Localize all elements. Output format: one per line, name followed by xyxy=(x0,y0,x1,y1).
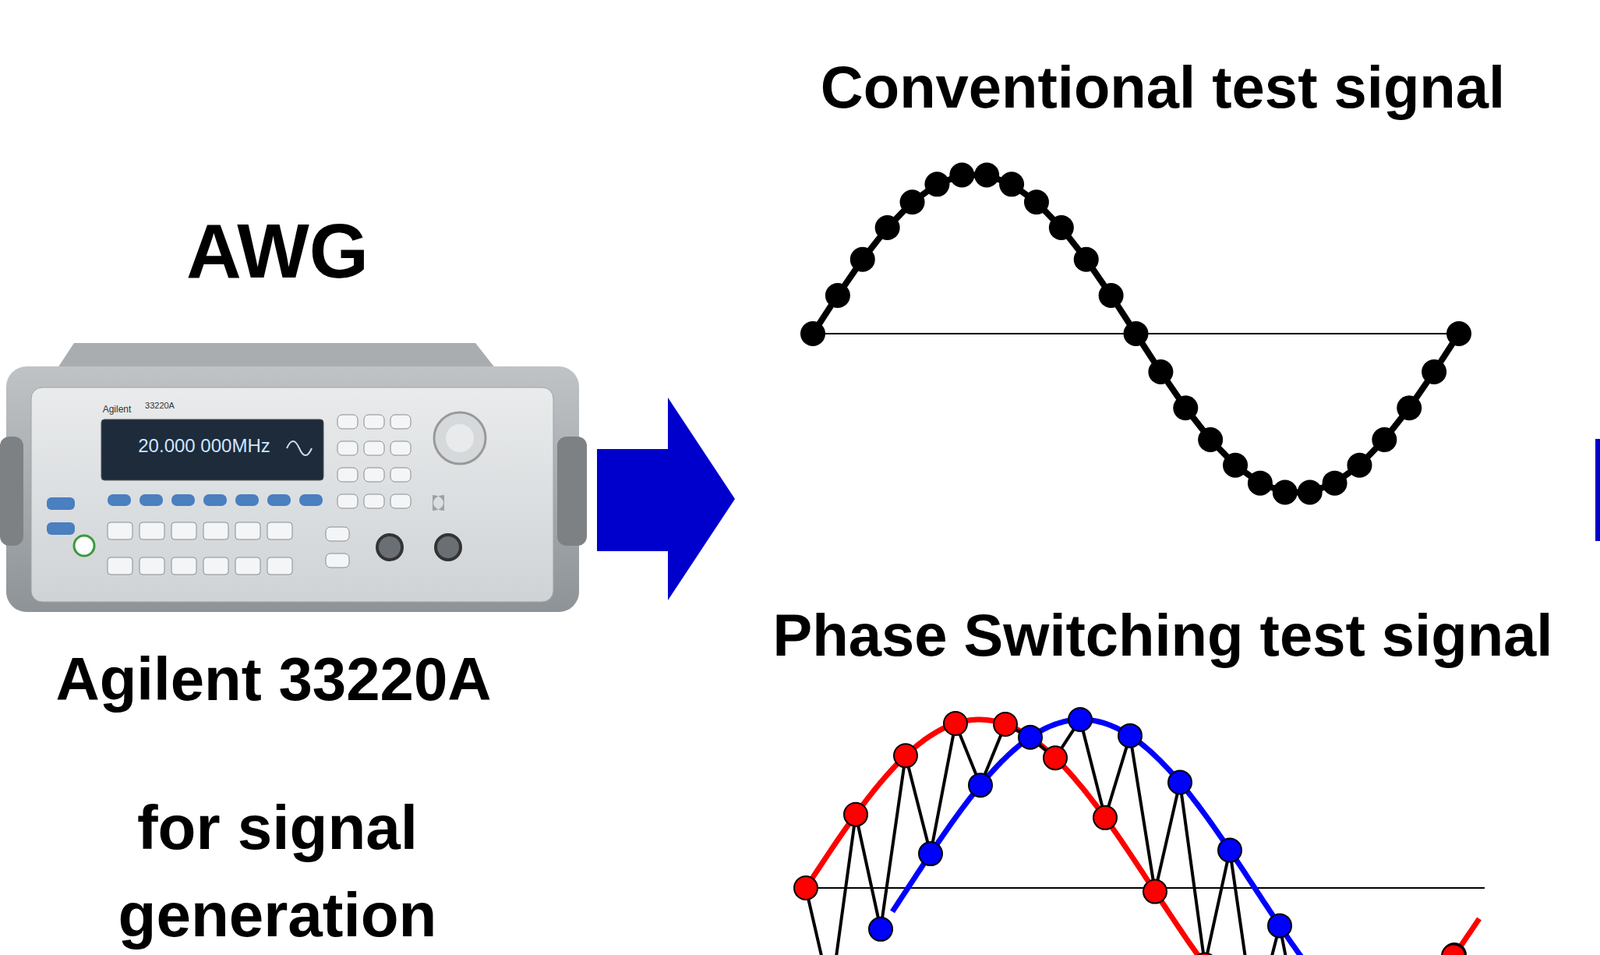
sample-dot xyxy=(943,711,968,735)
sample-dot xyxy=(1272,480,1298,506)
waveform-line xyxy=(812,175,1459,493)
softkey xyxy=(299,494,323,506)
switching-line xyxy=(805,719,1480,955)
sample-dot xyxy=(1098,282,1124,308)
sample-dot xyxy=(825,282,851,308)
sample-dot xyxy=(868,917,893,941)
sample-dot xyxy=(1421,359,1447,385)
keypad-button xyxy=(390,441,411,456)
sample-dot xyxy=(1172,395,1198,421)
keypad-button xyxy=(363,494,385,509)
sample-dot xyxy=(949,162,975,188)
softkey xyxy=(203,494,227,506)
sample-dot xyxy=(1147,359,1173,385)
keypad-button xyxy=(390,494,411,509)
keypad-button xyxy=(363,414,385,429)
display-readout: 20.000 000MHz xyxy=(137,434,270,457)
softkey xyxy=(235,494,259,506)
sample-dot xyxy=(875,215,901,241)
panel-button xyxy=(107,522,133,540)
sample-dot xyxy=(1247,470,1273,496)
plot-title: Phase Switching test signal xyxy=(773,600,1554,669)
panel-button xyxy=(171,557,197,575)
keypad-button xyxy=(337,467,358,482)
panel-button xyxy=(267,522,293,540)
sample-dot xyxy=(1371,427,1397,453)
sample-dot xyxy=(900,189,926,215)
sample-dot xyxy=(1446,321,1472,347)
sample-dot xyxy=(893,743,918,767)
sample-dot xyxy=(1197,427,1223,453)
sample-dot xyxy=(1143,879,1167,904)
softkey xyxy=(267,494,291,506)
keypad-button xyxy=(337,414,358,429)
sample-dot xyxy=(850,247,876,272)
sample-dot xyxy=(999,171,1025,197)
red-sine xyxy=(805,719,1480,955)
sample-dot xyxy=(1193,952,1217,955)
softkey xyxy=(171,494,195,506)
flow-arrow xyxy=(596,397,735,601)
keypad-button xyxy=(337,441,358,456)
sample-dot xyxy=(918,841,943,866)
panel-button xyxy=(203,522,229,540)
sample-dot xyxy=(1068,707,1092,732)
device-title: AWG xyxy=(186,207,369,296)
panel-button xyxy=(46,522,75,535)
sample-dot xyxy=(794,875,818,900)
panel-button xyxy=(139,557,165,575)
panel-button xyxy=(235,522,261,540)
panel-button xyxy=(171,522,197,540)
sample-dot xyxy=(993,712,1018,736)
panel-button xyxy=(325,553,350,568)
panel-button xyxy=(46,497,75,510)
phase-switching-waveform xyxy=(794,707,1491,955)
sample-dot xyxy=(974,162,1000,188)
sample-dot xyxy=(1118,724,1142,748)
sample-dot xyxy=(968,773,993,797)
sample-dot xyxy=(924,171,950,197)
sample-dot xyxy=(1018,725,1042,749)
sample-dot xyxy=(1396,395,1422,421)
panel-button xyxy=(235,557,261,575)
keypad-button xyxy=(363,441,385,456)
keypad-button xyxy=(363,467,385,482)
sample-dot xyxy=(1297,480,1323,506)
softkey xyxy=(139,494,163,506)
plot-title: Conventional test signal xyxy=(820,52,1505,121)
sample-dot xyxy=(1168,770,1192,795)
sample-dot xyxy=(1346,452,1372,478)
sample-dot xyxy=(1322,470,1348,496)
brand-text: Agilent xyxy=(102,403,132,415)
panel-button xyxy=(107,557,133,575)
sample-dot xyxy=(800,321,826,347)
sample-dot xyxy=(1093,805,1117,830)
sample-dot xyxy=(844,802,868,827)
keypad-button xyxy=(337,494,358,509)
device-note: for signal generation xyxy=(94,784,461,955)
keypad-button xyxy=(390,414,411,429)
sample-dot xyxy=(1024,189,1050,215)
panel-button xyxy=(203,557,229,575)
panel-button xyxy=(325,526,350,541)
sample-dot xyxy=(1222,452,1248,478)
softkey xyxy=(107,494,131,506)
device-name: Agilent 33220A xyxy=(55,643,491,715)
panel-button xyxy=(139,522,165,540)
model-text: 33220A xyxy=(144,400,175,410)
sample-dot xyxy=(1218,838,1242,862)
panel-button xyxy=(267,557,293,575)
blue-sine xyxy=(892,719,1323,955)
sample-dot xyxy=(1123,321,1149,347)
conventional-waveform xyxy=(800,162,1472,505)
sample-dot xyxy=(1267,913,1292,937)
instrument-photo xyxy=(0,342,587,612)
sample-dot xyxy=(1441,943,1466,955)
sample-dot xyxy=(1073,247,1099,272)
sample-dot xyxy=(1043,745,1067,770)
keypad-button xyxy=(390,467,411,482)
sample-dot xyxy=(1049,215,1074,241)
arrow-fragment xyxy=(1595,438,1600,541)
